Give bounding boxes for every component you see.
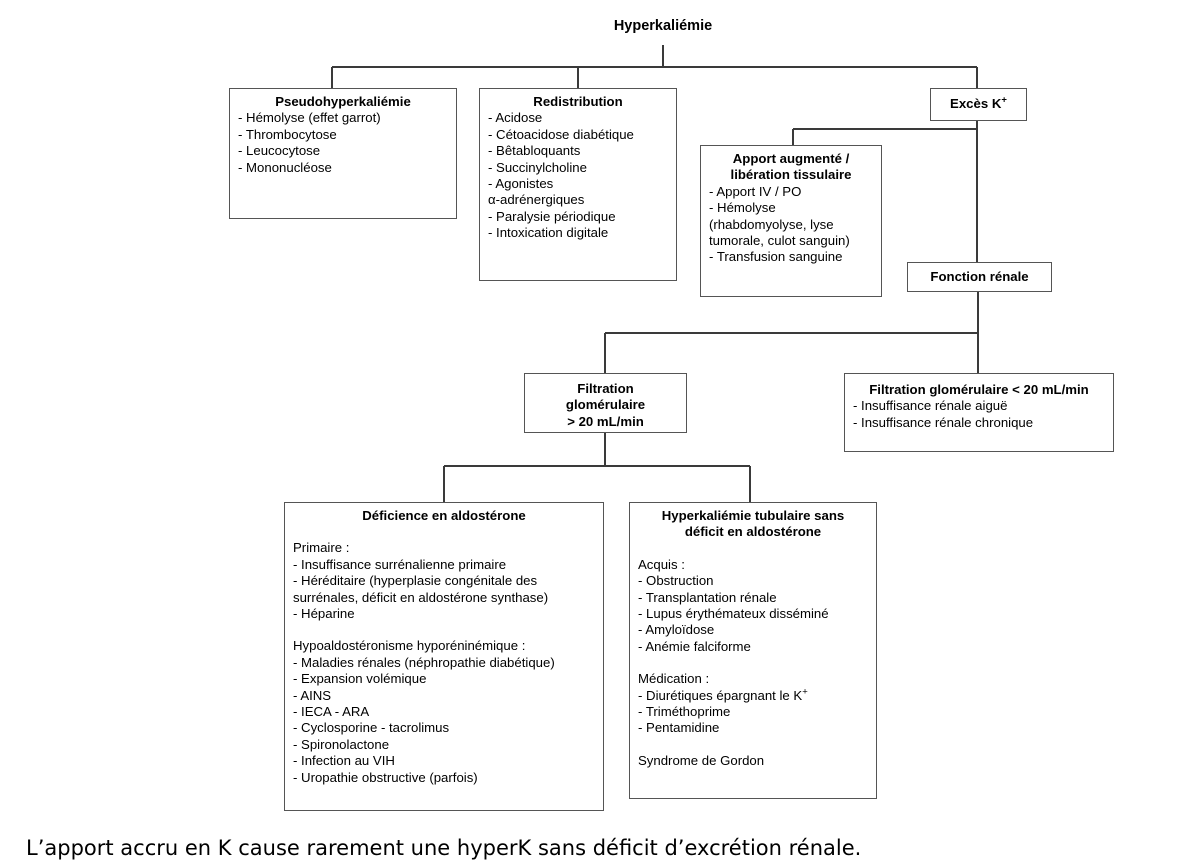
group-label: Acquis : — [638, 556, 685, 572]
list-item: - Cyclosporine - tacrolimus — [293, 720, 450, 736]
list-item: - Héréditaire (hyperplasie congénitale d… — [293, 573, 538, 589]
list-item: - Leucocytose — [238, 143, 321, 159]
list-item: - Obstruction — [638, 573, 714, 589]
list-item: - Mononucléose — [238, 159, 332, 175]
list-item: - Apport IV / PO — [709, 183, 802, 199]
node-heading: Fonction rénale — [930, 269, 1029, 284]
node-filtration-glomerulaire-high[interactable]: Filtration glomérulaire > 20 mL/min — [524, 373, 687, 433]
node-pseudohyperkaliemie[interactable]: Pseudohyperkaliémie - Hémolyse (effet ga… — [229, 88, 457, 219]
spacer — [293, 622, 595, 638]
list-item: - Lupus érythémateux disséminé — [638, 606, 829, 622]
node-deficience-aldosterone[interactable]: Déficience en aldostérone Primaire : - I… — [284, 502, 604, 811]
node-heading-line-1: Hyperkaliémie tubulaire sans — [661, 508, 845, 523]
list-item: - Thrombocytose — [238, 126, 337, 142]
node-heading-line-1: Filtration — [577, 381, 634, 396]
spacer — [293, 524, 595, 540]
page-title: Hyperkaliémie — [613, 18, 713, 34]
list-item: - Insuffisance rénale chronique — [853, 414, 1034, 430]
node-heading: Excès K+ — [939, 94, 1018, 112]
list-item: - Agonistes — [488, 176, 554, 192]
list-item-text: - Diurétiques épargnant le K — [638, 687, 803, 703]
node-fonction-renale[interactable]: Fonction rénale — [907, 262, 1052, 292]
list-item: - Infection au VIH — [293, 753, 395, 769]
list-item: - AINS — [293, 687, 332, 703]
list-item: - Insuffisance surrénalienne primaire — [293, 556, 507, 572]
list-item: - Bêtabloquants — [488, 143, 581, 159]
spacer — [638, 541, 868, 557]
node-heading-line-2: glomérulaire — [565, 397, 646, 413]
spacer — [638, 655, 868, 671]
group-label: Primaire : — [293, 540, 350, 556]
spacer — [638, 737, 868, 753]
superscript-plus: + — [802, 686, 808, 698]
group-label: Médication : — [638, 671, 710, 687]
node-redistribution[interactable]: Redistribution - Acidose - Cétoacidose d… — [479, 88, 677, 281]
node-apport-augmente[interactable]: Apport augmenté / libération tissulaire … — [700, 145, 882, 297]
list-item: surrénales, déficit en aldostérone synth… — [293, 589, 549, 605]
caption-text: L’apport accru en K cause rarement une h… — [26, 836, 862, 860]
list-item: - Spironolactone — [293, 736, 390, 752]
list-item: - Cétoacidose diabétique — [488, 126, 634, 142]
list-item: - Hémolyse (effet garrot) — [238, 110, 381, 126]
node-heading: Filtration glomérulaire < 20 mL/min — [869, 382, 1089, 397]
list-item: - Transfusion sanguine — [709, 249, 843, 265]
list-item: - Expansion volémique — [293, 671, 427, 687]
list-item: - Héparine — [293, 606, 355, 622]
list-item: - Intoxication digitale — [488, 225, 609, 241]
list-item: α-adrénergiques — [488, 192, 585, 208]
list-item: tumorale, culot sanguin) — [709, 233, 850, 249]
node-exces-k[interactable]: Excès K+ — [930, 88, 1027, 121]
list-item: - Pentamidine — [638, 720, 720, 736]
list-item: - Anémie falciforme — [638, 638, 751, 654]
list-item: - Amyloïdose — [638, 622, 715, 638]
node-heading-text: Excès K — [950, 96, 1002, 111]
node-hyperkaliemie-tubulaire[interactable]: Hyperkaliémie tubulaire sans déficit en … — [629, 502, 877, 799]
group-label: Hypoaldostéronisme hyporéninémique : — [293, 638, 526, 654]
list-item: - Transplantation rénale — [638, 589, 777, 605]
node-heading-line-1: Apport augmenté / — [732, 151, 850, 166]
list-item: - Uropathie obstructive (parfois) — [293, 769, 478, 785]
list-item: - Hémolyse — [709, 200, 776, 216]
superscript-plus: + — [1001, 94, 1007, 106]
node-heading-line-2: libération tissulaire — [730, 167, 852, 183]
list-item: (rhabdomyolyse, lyse — [709, 216, 834, 232]
list-item: - Acidose — [488, 110, 543, 126]
list-item: - IECA - ARA — [293, 704, 370, 720]
list-item: - Triméthoprime — [638, 704, 731, 720]
list-item: - Paralysie périodique — [488, 208, 616, 224]
list-item: - Insuffisance rénale aiguë — [853, 398, 1008, 414]
node-heading-line-2: déficit en aldostérone — [684, 524, 822, 540]
list-item: - Maladies rénales (néphropathie diabéti… — [293, 654, 555, 670]
list-item: - Succinylcholine — [488, 159, 587, 175]
node-filtration-glomerulaire-low[interactable]: Filtration glomérulaire < 20 mL/min - In… — [844, 373, 1114, 452]
node-heading: Déficience en aldostérone — [362, 508, 526, 523]
node-footer-note: Syndrome de Gordon — [638, 752, 765, 768]
list-item-diuretiques: - Diurétiques épargnant le K+ — [638, 686, 868, 704]
node-heading: Redistribution — [533, 94, 623, 109]
node-heading: Pseudohyperkaliémie — [275, 94, 411, 109]
node-heading-line-3: > 20 mL/min — [567, 413, 644, 429]
